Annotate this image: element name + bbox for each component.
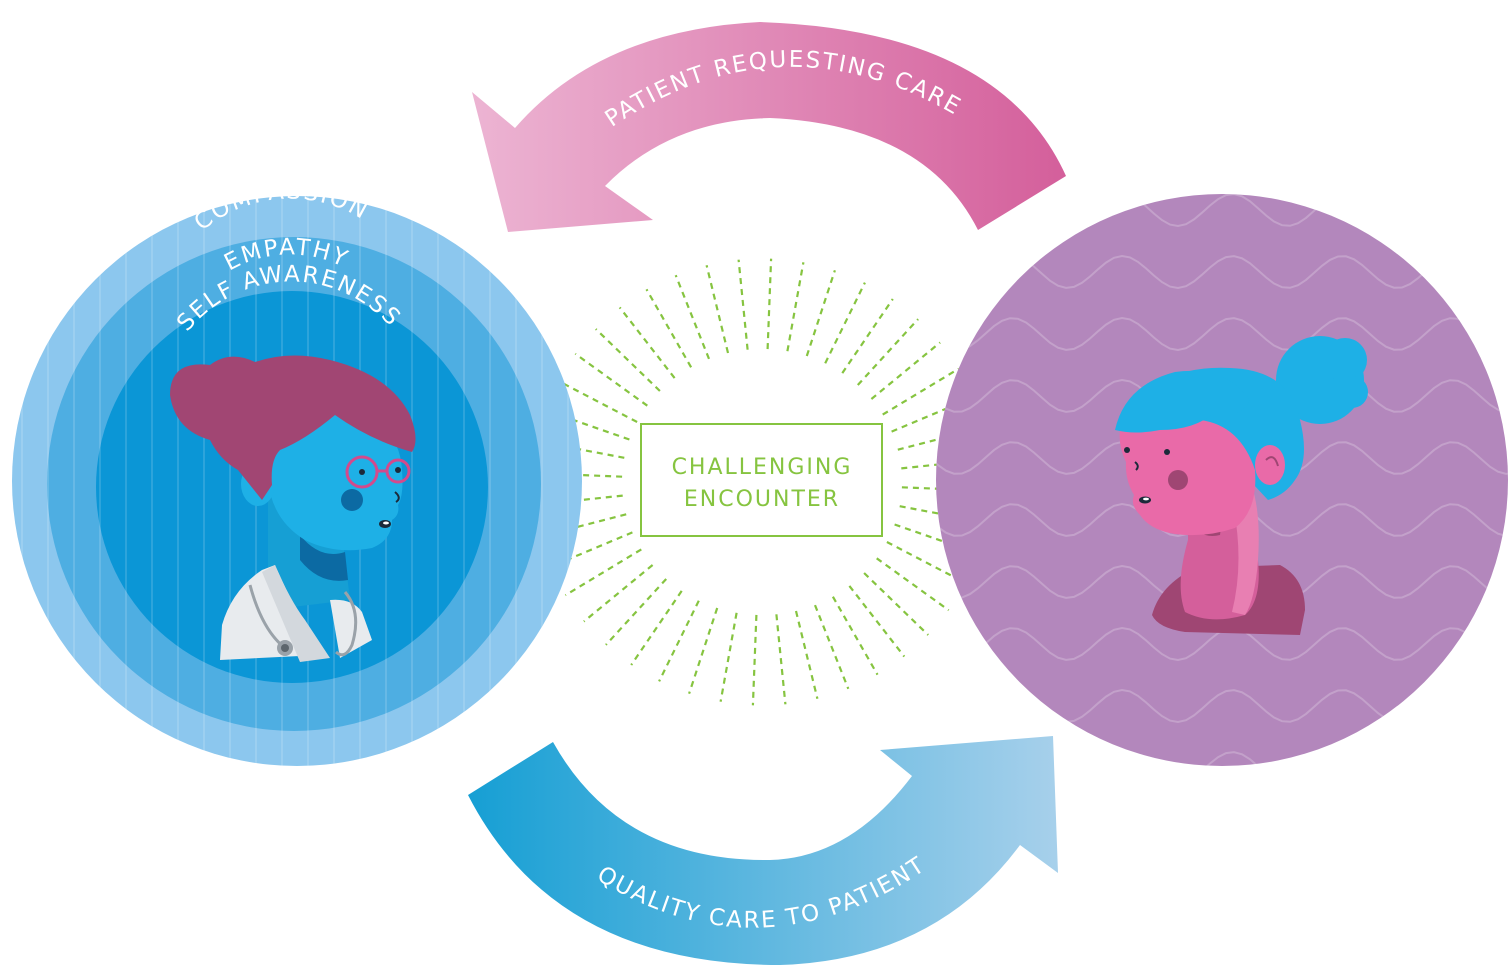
center-burst: CHALLENGING ENCOUNTER [534,258,990,706]
burst-ray [688,607,719,695]
burst-ray [876,557,950,612]
burst-ray [550,531,633,568]
burst-ray [574,352,648,407]
burst-ray [863,572,929,636]
burst-ray [630,590,683,666]
burst-ray [535,494,623,506]
burst-ray [841,298,894,374]
burst-ray [901,458,989,470]
burst-ray [856,318,919,386]
bottom-arrow: QUALITY CARE TO PATIENT [468,736,1058,965]
patient-illustration [1115,336,1368,635]
burst-ray [564,548,642,597]
burst-ray [737,259,749,350]
burst-ray [894,523,979,555]
burst-ray [618,306,676,379]
burst-ray [545,409,630,441]
burst-ray [534,472,623,478]
burst-ray [886,541,966,584]
burst-rays [534,258,990,706]
burst-ray [813,604,850,690]
burst-ray [775,614,787,705]
burst-ray [645,288,693,368]
burst-ray [719,612,738,702]
center-box [640,423,883,537]
patient-hair [1115,370,1250,433]
burst-ray [537,440,625,459]
burst-ray [605,578,668,646]
burst-ray [824,282,866,364]
burst-ray [595,328,661,392]
center-label-line1: CHALLENGING [672,455,853,480]
burst-ray [891,396,974,433]
top-arrow: PATIENT REQUESTING CARE [472,22,1066,232]
burst-ray [848,585,906,658]
burst-ray [794,610,819,699]
clinician-hair [170,355,416,500]
burst-ray [674,274,711,360]
burst-ray [882,367,960,416]
burst-ray [540,513,627,538]
clinician-circle: COMPASSION EMPATHY SELF AWARENESS [12,178,582,766]
burst-ray [705,265,730,354]
burst-ray [786,262,805,352]
burst-ray [901,486,990,492]
patient-circle [936,194,1508,766]
burst-ray [751,614,758,706]
burst-ray [558,380,638,423]
burst-ray [583,564,654,623]
burst-ray [805,269,836,357]
burst-ray [658,600,700,682]
burst-ray [766,258,773,350]
burst-ray [831,596,879,676]
center-label-line2: ENCOUNTER [684,487,840,512]
bottom-arrow-shape [468,736,1058,965]
burst-ray [870,341,941,400]
wave-line [936,316,1508,352]
clinician-illustration [170,355,416,662]
clinician-face [268,404,403,551]
top-arrow-shape [472,22,1066,232]
